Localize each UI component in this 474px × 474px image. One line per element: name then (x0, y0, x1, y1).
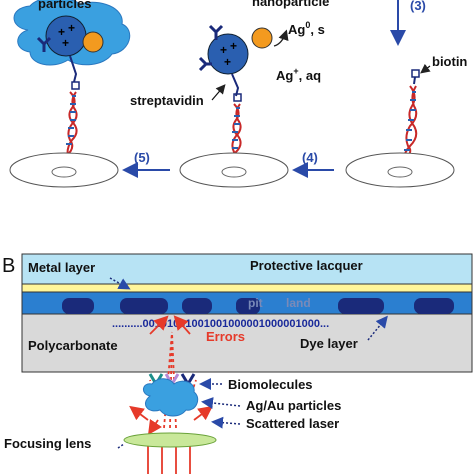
biotin-arrow (420, 63, 431, 74)
nanoparticle-sphere (82, 31, 104, 53)
step5-label: (5) (134, 150, 150, 165)
focusing-lens (123, 432, 217, 448)
stage-1-assembly: + + + particles (9, 0, 131, 188)
dissolve-arrow (273, 29, 289, 47)
pit-mark (236, 298, 260, 314)
biotin-mark (71, 81, 80, 90)
dye-layer-pointer (367, 315, 388, 341)
svg-text:+: + (230, 39, 237, 53)
scatter-arrow-right (193, 405, 213, 421)
label-dye-layer: Dye layer (300, 336, 358, 351)
scattered-laser-pointer (211, 416, 241, 429)
pit-mark (414, 298, 454, 314)
stage-3-assembly: (3) biotin (345, 0, 467, 188)
nanoparticle-sphere-2 (251, 27, 273, 49)
panel-b: B Metal layer Protective lacquer pit lan… (2, 253, 473, 474)
pit-mark (182, 298, 212, 314)
biotin-mark-2 (233, 93, 242, 102)
label-polycarbonate: Polycarbonate (28, 338, 118, 353)
antibody-icon (36, 36, 52, 52)
panel-a: + + + particles + + + (9, 0, 467, 188)
svg-text:Ag0, s: Ag0, s (288, 20, 325, 37)
biotin-mark-3 (411, 69, 420, 78)
step4-arrow-group: (4) (292, 150, 334, 178)
panel-b-letter: B (2, 255, 15, 277)
linker-2 (231, 73, 240, 97)
svg-text:+: + (58, 25, 65, 39)
svg-text:Ag+, aq: Ag+, aq (276, 66, 321, 83)
label-errors: Errors (206, 329, 245, 344)
linker (69, 55, 78, 83)
pit-mark (62, 298, 94, 314)
step3-label: (3) (410, 0, 426, 13)
svg-text:+: + (68, 21, 75, 35)
biomolecule-cluster (143, 373, 199, 417)
pit-mark (338, 298, 384, 314)
arrow-to-streptavidin (211, 84, 226, 101)
label-land: land (286, 296, 311, 310)
label-ag-au-particles: Ag/Au particles (246, 398, 341, 413)
ag-au-particle-cloud (143, 378, 199, 417)
pits (62, 298, 454, 314)
metal-layer-pointer (109, 277, 131, 290)
svg-text:+: + (220, 43, 227, 57)
label-ag0: Ag0, s (288, 20, 325, 37)
scatter-arrow-down (148, 419, 162, 435)
svg-text:+: + (62, 36, 69, 50)
stage-2-assembly: + + + nanoparticle Ag0, s Ag+, aq strept… (130, 0, 329, 188)
step4-label: (4) (302, 150, 318, 165)
label-biomolecules: Biomolecules (228, 377, 313, 392)
step5-arrow-group: (5) (122, 150, 170, 178)
scatter-arrow-left (129, 405, 149, 421)
metal-layer (21, 283, 473, 293)
polycarbonate-layer (21, 313, 473, 373)
focusing-lens-pointer (117, 443, 125, 449)
label-metal-layer: Metal layer (28, 260, 95, 275)
label-streptavidin: streptavidin (130, 93, 204, 108)
label-nanoparticle: nanoparticle (252, 0, 329, 9)
particles-pointer (201, 397, 241, 409)
label-pit: pit (248, 296, 263, 310)
label-biotin: biotin (432, 54, 467, 69)
dna-helix-1 (65, 91, 78, 159)
svg-text:+: + (224, 55, 231, 69)
label-scattered-laser: Scattered laser (246, 416, 339, 431)
antibody-icon-top (208, 24, 224, 40)
protective-lacquer-layer (21, 253, 473, 285)
label-particles: particles (38, 0, 91, 11)
streptavidin-sphere-2 (207, 33, 249, 75)
label-protective-lacquer: Protective lacquer (250, 258, 363, 273)
antibody-icon-left (198, 56, 212, 72)
pit-mark (120, 298, 168, 314)
label-focusing-lens: Focusing lens (4, 436, 91, 451)
label-agplus: Ag+, aq (276, 66, 321, 83)
dna-helix-3 (403, 85, 418, 161)
